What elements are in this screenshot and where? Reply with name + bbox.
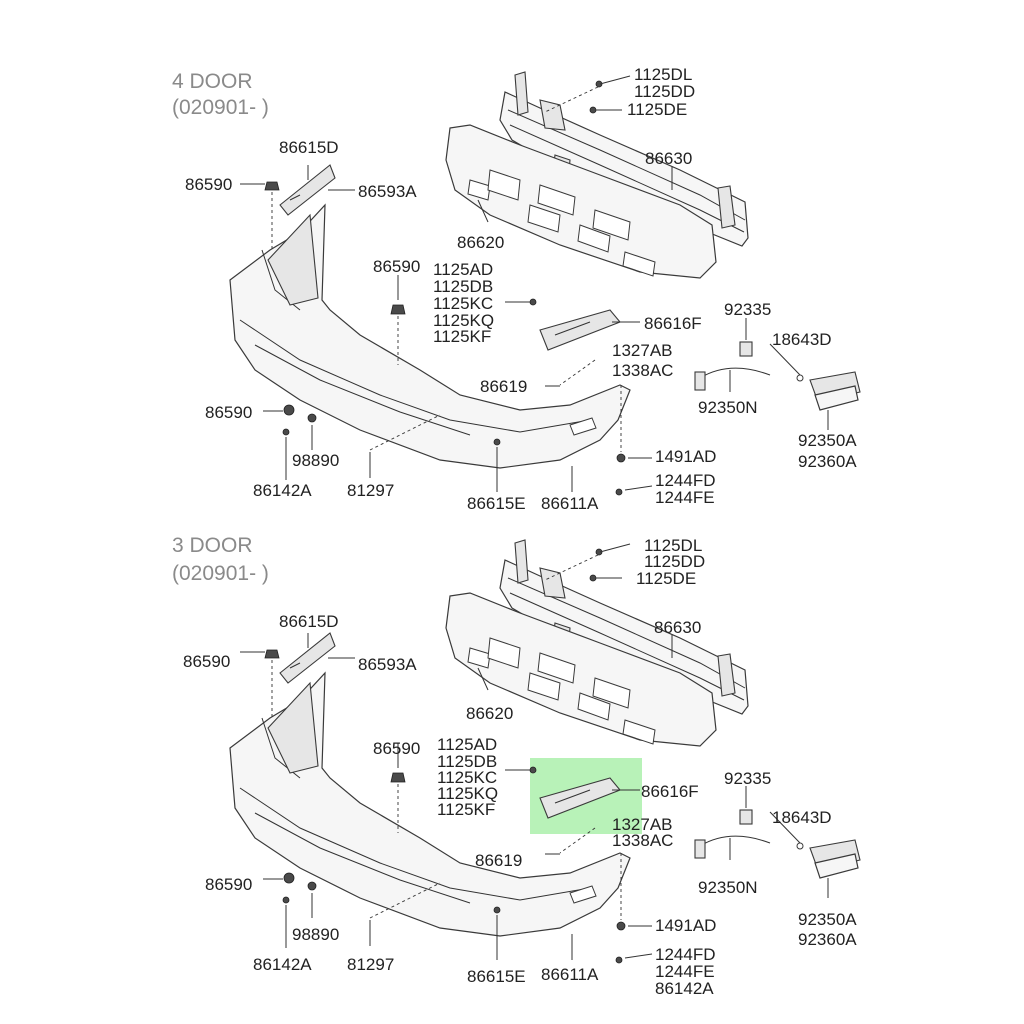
part-label[interactable]: 1125DD: [634, 82, 695, 101]
part-label[interactable]: 1244FD: [655, 945, 715, 964]
part-label[interactable]: 86620: [466, 704, 513, 723]
part-label[interactable]: 1244FD: [655, 471, 715, 490]
part-label[interactable]: 86142A: [253, 481, 312, 500]
part-label[interactable]: 86630: [654, 618, 701, 637]
part-label[interactable]: 1125DE: [636, 569, 696, 588]
part-label[interactable]: 1125AD: [437, 735, 497, 754]
part-label[interactable]: 86593A: [358, 655, 417, 674]
part-label[interactable]: 1125KF: [437, 800, 495, 819]
part-label[interactable]: 18643D: [772, 808, 832, 827]
section-4-door: 4 DOOR (020901- ) 86615D 86590 86593A 11…: [172, 65, 861, 513]
part-label[interactable]: 92350A: [798, 431, 857, 450]
part-label[interactable]: 86630: [645, 149, 692, 168]
part-label[interactable]: 1125DL: [634, 65, 692, 84]
part-label[interactable]: 98890: [292, 451, 339, 470]
part-label[interactable]: 1338AC: [612, 361, 673, 380]
part-label[interactable]: 1125KQ: [433, 311, 494, 330]
section-subtitle: (020901- ): [172, 562, 269, 585]
part-label[interactable]: 18643D: [772, 330, 832, 349]
part-label[interactable]: 1125DB: [437, 752, 497, 771]
part-label[interactable]: 86616F: [641, 782, 699, 801]
part-label[interactable]: 86590: [373, 257, 420, 276]
part-label[interactable]: 86619: [480, 377, 527, 396]
part-label[interactable]: 86615D: [279, 612, 339, 631]
part-label[interactable]: 1125DE: [627, 100, 687, 119]
section-title: 3 DOOR: [172, 534, 253, 557]
part-label[interactable]: 86620: [457, 233, 504, 252]
part-label[interactable]: 86590: [205, 875, 252, 894]
part-label[interactable]: 1491AD: [655, 447, 716, 466]
part-label[interactable]: 86590: [185, 175, 232, 194]
part-label[interactable]: 1327AB: [612, 341, 673, 360]
part-label[interactable]: 1327AB: [612, 815, 673, 834]
part-label[interactable]: 1491AD: [655, 916, 716, 935]
part-label[interactable]: 1244FE: [655, 488, 715, 507]
part-label[interactable]: 86611A: [541, 965, 599, 984]
section-subtitle: (020901- ): [172, 96, 269, 119]
part-label[interactable]: 86615E: [467, 967, 526, 986]
part-label[interactable]: 92350A: [798, 910, 857, 929]
part-label[interactable]: 1244FE: [655, 962, 715, 981]
part-label[interactable]: 1125DB: [433, 277, 493, 296]
part-label[interactable]: 86590: [205, 403, 252, 422]
part-label[interactable]: 86615D: [279, 138, 339, 157]
part-label[interactable]: 92360A: [798, 452, 857, 471]
part-label[interactable]: 1125KF: [433, 327, 491, 346]
part-label[interactable]: 92335: [724, 300, 771, 319]
part-label[interactable]: 98890: [292, 925, 339, 944]
part-label[interactable]: 1125DD: [644, 552, 705, 571]
section-title: 4 DOOR: [172, 70, 253, 93]
part-label[interactable]: 1125KC: [437, 768, 497, 787]
part-label[interactable]: 92350N: [698, 878, 758, 897]
part-label[interactable]: 86615E: [467, 494, 526, 513]
part-label[interactable]: 92360A: [798, 930, 857, 949]
part-label[interactable]: 86142A: [253, 955, 312, 974]
part-label[interactable]: 86619: [475, 851, 522, 870]
part-label[interactable]: 1125DL: [644, 536, 702, 555]
part-label[interactable]: 86142A: [655, 979, 714, 998]
part-label[interactable]: 92335: [724, 769, 771, 788]
section-3-door: 3 DOOR (020901- ) 86615D 86590 86593A 11…: [172, 534, 861, 998]
part-label[interactable]: 86590: [373, 739, 420, 758]
part-label[interactable]: 1338AC: [612, 831, 673, 850]
part-label[interactable]: 86611A: [541, 494, 599, 513]
part-label[interactable]: 81297: [347, 481, 394, 500]
part-label[interactable]: 1125KQ: [437, 784, 498, 803]
part-label[interactable]: 1125KC: [433, 294, 493, 313]
part-label[interactable]: 86616F: [644, 314, 702, 333]
part-label[interactable]: 1125AD: [433, 260, 493, 279]
part-label[interactable]: 81297: [347, 955, 394, 974]
part-label[interactable]: 92350N: [698, 398, 758, 417]
part-label[interactable]: 86590: [183, 652, 230, 671]
part-label[interactable]: 86593A: [358, 182, 417, 201]
